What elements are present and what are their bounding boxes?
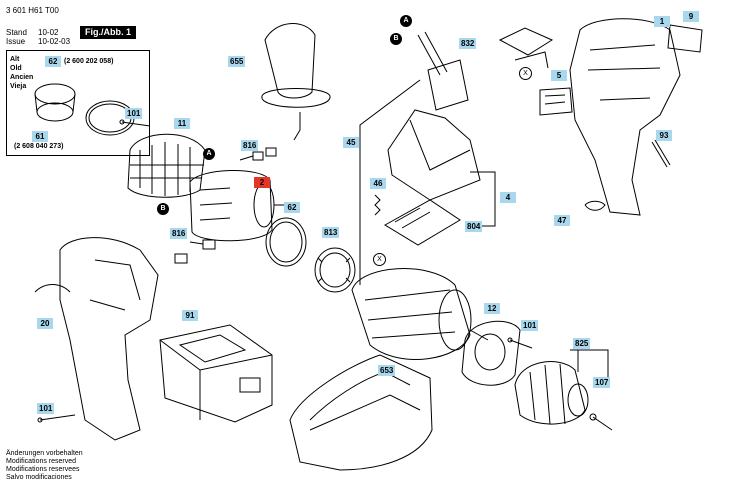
part-4-drawing: [387, 109, 481, 201]
part-label-91[interactable]: 91: [182, 310, 198, 321]
callout-a-right: A: [400, 15, 412, 27]
part-label-825[interactable]: 825: [573, 338, 591, 349]
legend-label-vieja: Vieja: [10, 83, 27, 90]
modifications-notice: Änderungen vorbehalten Modifications res…: [6, 450, 83, 482]
part-label-9[interactable]: 9: [683, 11, 699, 22]
stand-value: 10-02: [38, 28, 59, 37]
part-label-101a[interactable]: 101: [125, 108, 143, 119]
part-5-drawing: [539, 87, 573, 116]
callout-x-top: X: [519, 67, 532, 80]
part-label-655[interactable]: 655: [228, 56, 246, 67]
old-parts-legend: [6, 50, 150, 156]
legend-label-ancien: Ancien: [10, 74, 34, 81]
part-46-drawing: [374, 194, 381, 216]
part-11-drawing: [127, 133, 206, 198]
callout-b-right: B: [390, 33, 402, 45]
part-label-12[interactable]: 12: [484, 303, 500, 314]
legend-label-old: Old: [10, 65, 22, 72]
part-816b-drawing: [174, 239, 216, 264]
part-label-816a[interactable]: 816: [241, 140, 259, 151]
gearbox-assembly-drawing: [351, 268, 489, 360]
part-2-motor-drawing: [189, 170, 290, 242]
part-label-804[interactable]: 804: [465, 221, 483, 232]
part-832-drawing: [417, 31, 469, 111]
part-813-drawing: [314, 247, 356, 293]
screw-101c-drawing: [37, 414, 76, 423]
part-62-drawing: [265, 217, 307, 267]
part-label-832[interactable]: 832: [459, 38, 477, 49]
part-label-101c[interactable]: 101: [37, 403, 55, 414]
top-cover-drawing: [498, 27, 554, 69]
callout-x-bottom: X: [373, 253, 386, 266]
legend-label-alt: Alt: [10, 56, 20, 63]
footer-line-en: Modifications reserved: [6, 458, 77, 465]
issue-label: Issue: [6, 37, 26, 46]
part-816a-drawing: [239, 147, 277, 161]
part-label-46[interactable]: 46: [370, 178, 386, 189]
part-47-drawing: [584, 200, 606, 211]
part-653-drawing: [289, 354, 433, 471]
document-number: 3 601 H61 T00: [6, 6, 59, 15]
part-12-drawing: [461, 320, 521, 386]
legend-part-61-number: (2 608 040 273): [14, 143, 64, 150]
callout-b-left: B: [157, 203, 169, 215]
part-label-1[interactable]: 1: [654, 16, 670, 27]
part-label-20[interactable]: 20: [37, 318, 53, 329]
part-label-4[interactable]: 4: [500, 192, 516, 203]
part-1-drawing: [569, 18, 681, 216]
part-804-drawing: [384, 199, 461, 246]
part-label-93[interactable]: 93: [656, 130, 672, 141]
callout-a-left: A: [203, 148, 215, 160]
issue-value: 10-02-03: [38, 37, 71, 46]
part-9-drawing: [667, 24, 703, 53]
part-825-chuck-drawing: [514, 361, 589, 425]
stand-label: Stand: [6, 28, 27, 37]
legend-part-62-number: (2 600 202 058): [64, 58, 114, 65]
screw-101a-drawing: [119, 119, 151, 127]
part-label-11[interactable]: 11: [174, 118, 190, 129]
part-label-653[interactable]: 653: [378, 365, 396, 376]
part-655-drawing: [261, 23, 331, 141]
footer-line-es: Salvo modificaciones: [6, 474, 72, 481]
part-label-101b[interactable]: 101: [521, 320, 539, 331]
footer-line-de: Änderungen vorbehalten: [6, 450, 83, 457]
part-label-5[interactable]: 5: [551, 70, 567, 81]
part-label-816b[interactable]: 816: [170, 228, 188, 239]
part-20-drawing: [59, 237, 159, 441]
legend-part-62[interactable]: 62: [45, 56, 61, 67]
old-ring-62-drawing: [34, 83, 76, 122]
part-label-2[interactable]: 2: [254, 177, 270, 188]
part-label-813[interactable]: 813: [322, 227, 340, 238]
part-91-drawing: [159, 324, 273, 423]
part-label-62[interactable]: 62: [284, 202, 300, 213]
part-93-drawing: [651, 139, 671, 168]
figure-label: Fig./Abb. 1: [80, 26, 136, 39]
part-label-47[interactable]: 47: [554, 215, 570, 226]
legend-part-61[interactable]: 61: [32, 131, 48, 142]
screw-101b-drawing: [507, 337, 533, 349]
footer-line-fr: Modifications reservees: [6, 466, 80, 473]
screw-107-drawing: [589, 413, 613, 431]
part-label-45[interactable]: 45: [343, 137, 359, 148]
part-label-107[interactable]: 107: [593, 377, 611, 388]
